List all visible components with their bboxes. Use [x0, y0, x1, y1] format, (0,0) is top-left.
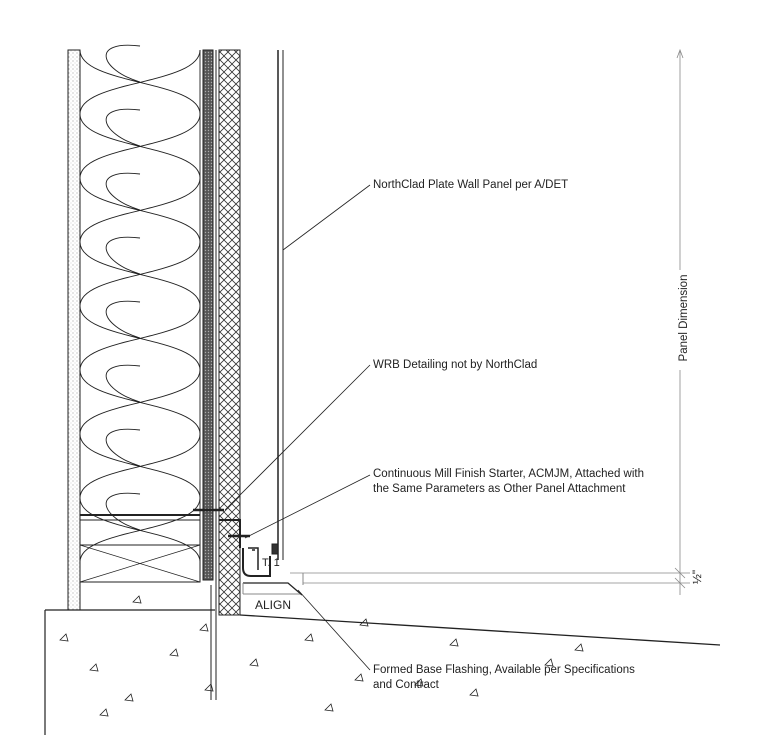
panel-callout: NorthClad Plate Wall Panel per A/DET: [373, 179, 569, 191]
rigid-insulation: [218, 49, 241, 616]
starter-clip: [219, 519, 271, 577]
starter-callout-2: the Same Parameters as Other Panel Attac…: [373, 483, 626, 495]
panel-dimension-label: Panel Dimension: [678, 274, 690, 362]
batt-loop-path: [79, 44, 201, 563]
leader-lines: [224, 184, 371, 671]
foundation-wall: [44, 609, 215, 735]
gap-dimension-label: ½": [690, 569, 705, 585]
panel-dimension-line: [290, 48, 690, 595]
slab-grade: [239, 614, 721, 646]
sheathing: [202, 49, 214, 581]
align-label: ALIGN: [255, 598, 292, 612]
flashing-callout-1: Formed Base Flashing, Available per Spec…: [373, 664, 635, 676]
concrete-aggregate: [59, 595, 584, 717]
wrb-callout: WRB Detailing not by NorthClad: [373, 359, 538, 371]
svg-text:T. 1: T. 1: [262, 557, 280, 569]
starter-callout-1: Continuous Mill Finish Starter, ACMJM, A…: [373, 468, 644, 480]
interior-board: [67, 49, 81, 611]
batt-insulation: [79, 44, 201, 563]
bottom-plate: [79, 519, 201, 583]
flashing-callout-2: and Contract: [373, 679, 439, 691]
base-flashing: [243, 582, 303, 596]
